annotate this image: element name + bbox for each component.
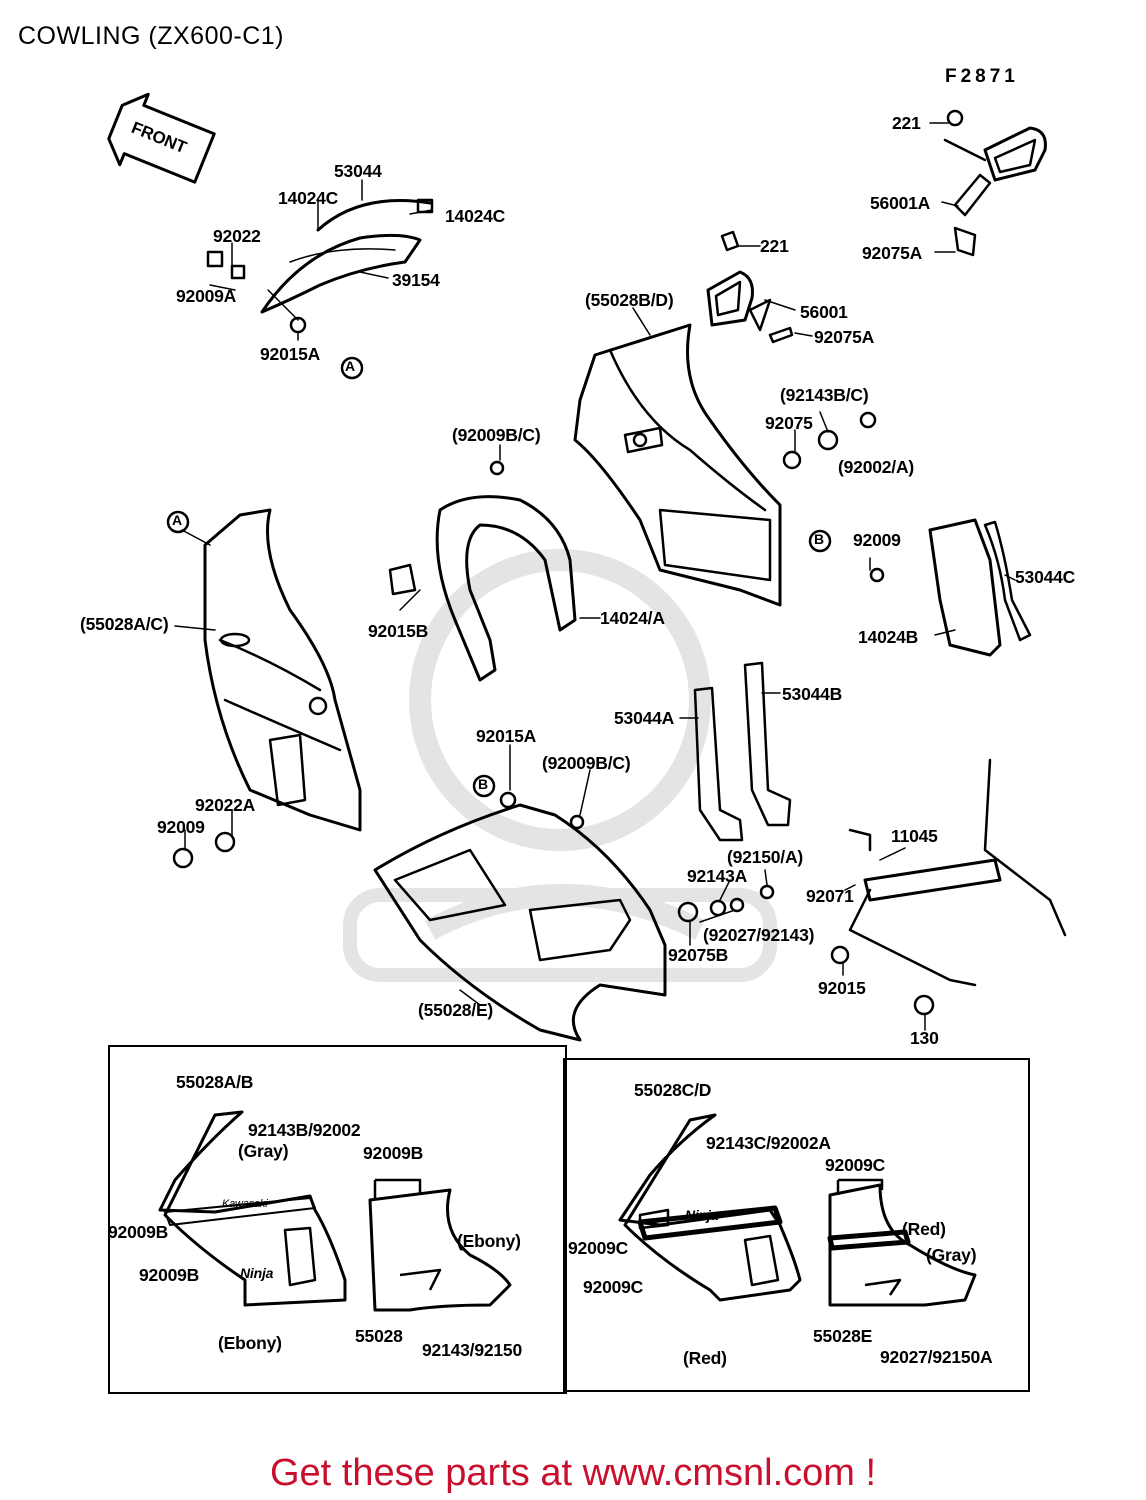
callout-92027-92143: (92027/92143) <box>703 925 815 945</box>
windshield-39154 <box>206 198 434 334</box>
callout-39154: 39154 <box>392 270 440 290</box>
variant-right-92009C-mid: 92009C <box>568 1238 629 1258</box>
variant-left-brand: Kawasaki <box>222 1198 268 1210</box>
callout-14024A: 14024/A <box>600 608 665 628</box>
lower-fairing-55028E <box>373 803 667 1042</box>
callout-92009BC-mid: (92009B/C) <box>542 753 631 773</box>
variant-box-right <box>563 1058 1030 1392</box>
diagram-code: F2871 <box>945 66 1019 87</box>
ref-marker-a-left-label: A <box>172 512 182 528</box>
ref-marker-a-top <box>340 356 364 380</box>
callout-92009A: 92009A <box>176 286 237 306</box>
callout-92143BC: (92143B/C) <box>780 385 869 405</box>
callout-92075B: 92075B <box>668 945 729 965</box>
callout-11045: 11045 <box>891 826 938 846</box>
callout-92015A-mid: 92015A <box>476 726 537 746</box>
ref-marker-b-right-label: B <box>814 531 824 547</box>
variant-right-92009C-low: 92009C <box>583 1277 644 1297</box>
variant-left-part: 55028A/B <box>176 1072 254 1092</box>
variant-right-gray: (Gray) <box>926 1245 977 1265</box>
variant-left-hw: 92143B/92002 <box>248 1120 361 1140</box>
callout-92009-right: 92009 <box>853 530 901 550</box>
variant-right-red-lower: (Red) <box>683 1348 727 1368</box>
strips-53044AB <box>693 661 792 842</box>
callout-92015B: 92015B <box>368 621 429 641</box>
variant-left-92009B-low: 92009B <box>139 1265 200 1285</box>
variant-left-lower-hw: 92143/92150 <box>422 1340 522 1360</box>
callout-130: 130 <box>910 1028 939 1048</box>
ref-marker-b-mid <box>472 774 496 798</box>
variant-box-left <box>108 1045 567 1394</box>
ref-marker-a-left <box>166 510 190 534</box>
callout-55028E-paren: (55028/E) <box>418 1000 494 1020</box>
variant-left-model: Ninja <box>240 1265 274 1281</box>
callout-55028BD: (55028B/D) <box>585 290 674 310</box>
callout-53044: 53044 <box>334 161 382 181</box>
callout-53044A: 53044A <box>614 708 675 728</box>
front-arrow <box>107 92 216 184</box>
page-title: COWLING (ZX600-C1) <box>18 22 284 50</box>
variant-right-part: 55028C/D <box>634 1080 712 1100</box>
callout-53044C: 53044C <box>1015 567 1076 587</box>
frame-11045 <box>830 758 1067 1016</box>
callout-92143A: 92143A <box>687 866 748 886</box>
callout-14024B: 14024B <box>858 627 919 647</box>
footer-promo-link[interactable]: Get these parts at www.cmsnl.com ! <box>269 1452 877 1494</box>
callout-92009BC-top: (92009B/C) <box>452 425 541 445</box>
variant-left-gray: (Gray) <box>238 1141 289 1161</box>
variant-left-92009B-top: 92009B <box>363 1143 424 1163</box>
callout-92002A: (92002/A) <box>838 457 915 477</box>
variant-right-red-upper: (Red) <box>902 1219 946 1239</box>
variant-left-ebony-upper: (Ebony) <box>457 1231 521 1251</box>
upper-cowl-55028BD <box>573 323 782 607</box>
variant-right-model: Ninja <box>685 1207 719 1223</box>
variant-left-ebony-lower: (Ebony) <box>218 1333 282 1353</box>
variant-drawings <box>158 1110 977 1312</box>
callout-221-top: 221 <box>892 113 921 133</box>
ref-marker-b-right <box>808 529 832 553</box>
variant-left-92009B-mid: 92009B <box>108 1222 169 1242</box>
variant-right-92009C-top: 92009C <box>825 1155 886 1175</box>
callout-92075: 92075 <box>765 413 813 433</box>
callout-92150A: (92150/A) <box>727 847 804 867</box>
inner-bracket-14024A <box>388 460 577 682</box>
callout-55028AC: (55028A/C) <box>80 614 169 634</box>
callout-92009-left: 92009 <box>157 817 205 837</box>
leader-lines <box>174 122 1016 1031</box>
callout-92075A-top: 92075A <box>862 243 923 263</box>
callout-92071: 92071 <box>806 886 854 906</box>
callout-92075A-mid: 92075A <box>814 327 875 347</box>
callout-92022A: 92022A <box>195 795 256 815</box>
callout-14024C-left: 14024C <box>278 188 339 208</box>
side-panel-14024B <box>869 518 1032 657</box>
fasteners <box>172 411 877 923</box>
ref-marker-b-mid-label: B <box>478 776 488 792</box>
variant-right-hw: 92143C/92002A <box>706 1133 831 1153</box>
callout-221-mid: 221 <box>760 236 789 256</box>
variant-left-lower-part: 55028 <box>355 1326 403 1346</box>
mirror-56001A <box>943 109 1047 257</box>
callout-14024C-right: 14024C <box>445 206 506 226</box>
callout-56001: 56001 <box>800 302 848 322</box>
ref-marker-a-top-label: A <box>345 358 355 374</box>
callout-92022: 92022 <box>213 226 261 246</box>
variant-right-lower-hw: 92027/92150A <box>880 1347 993 1367</box>
callout-53044B: 53044B <box>782 684 843 704</box>
callout-56001A: 56001A <box>870 193 931 213</box>
side-fairing-55028AC <box>203 508 362 832</box>
variant-right-lower-part: 55028E <box>813 1326 873 1346</box>
callout-92015A-top: 92015A <box>260 344 321 364</box>
callout-92015: 92015 <box>818 978 866 998</box>
